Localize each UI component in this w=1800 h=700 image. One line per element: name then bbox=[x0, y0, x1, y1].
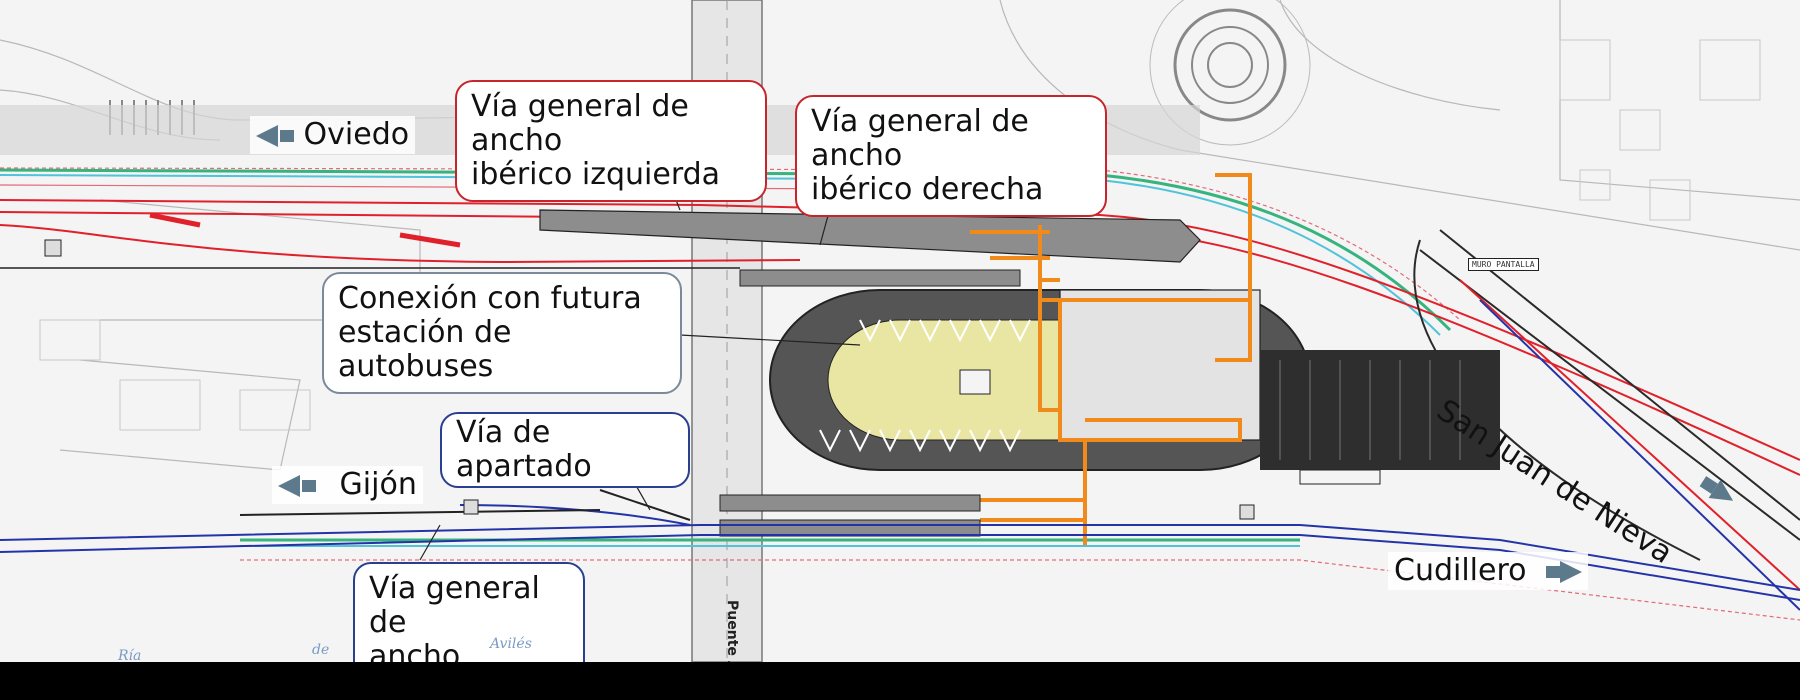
arrow-right-icon bbox=[1560, 560, 1583, 583]
aviles-label: Avilés bbox=[490, 636, 532, 652]
callout-conexion: Conexión con futura estación de autobuse… bbox=[322, 272, 682, 394]
roundabout bbox=[1149, 0, 1311, 146]
track-markers bbox=[463, 499, 1255, 520]
cudillero-label: Cudillero bbox=[1388, 552, 1589, 590]
callout-line: ibérico izquierda bbox=[471, 157, 721, 192]
orange-structures bbox=[970, 173, 1252, 545]
oviedo-text: Oviedo bbox=[303, 117, 410, 152]
puente-label: Puente Az bbox=[724, 600, 740, 662]
gijon-label: Gijón bbox=[272, 466, 423, 504]
arrow-stem bbox=[302, 479, 316, 492]
callout-iberico-derecha: Vía general de ancho ibérico derecha bbox=[795, 95, 1107, 217]
arrow-left-icon bbox=[278, 474, 300, 497]
callout-line: Vía general de bbox=[369, 571, 540, 640]
callout-line: ibérico derecha bbox=[811, 172, 1044, 207]
de-label: de bbox=[312, 642, 330, 658]
callout-line: ancho métrico bbox=[369, 639, 461, 663]
callout-line: Vía general de ancho bbox=[811, 104, 1029, 173]
arrow-stem bbox=[1546, 565, 1561, 578]
gijon-text: Gijón bbox=[339, 467, 417, 502]
platforms-top bbox=[0, 209, 1201, 287]
oviedo-label: Oviedo bbox=[250, 116, 416, 154]
buildings bbox=[39, 39, 1761, 431]
ria-label: Ría bbox=[118, 648, 142, 662]
map-stage: Oviedo Gijón Cudillero San Juan de Nieva… bbox=[0, 0, 1800, 662]
callout-apartado: Vía de apartado bbox=[440, 412, 690, 488]
arrow-left-icon bbox=[256, 124, 278, 147]
callout-line: Conexión con futura bbox=[338, 281, 642, 316]
platforms-bottom bbox=[719, 494, 981, 537]
metric-tracks bbox=[0, 489, 1800, 601]
callout-metrico: Vía general de ancho métrico bbox=[353, 562, 585, 662]
cudillero-text: Cudillero bbox=[1394, 553, 1527, 588]
callout-line: estación de autobuses bbox=[338, 315, 512, 384]
callout-iberico-izquierda: Vía general de ancho ibérico izquierda bbox=[455, 80, 767, 202]
fence-bottom bbox=[240, 559, 1800, 621]
callout-line: Vía general de ancho bbox=[471, 89, 689, 158]
bottom-band bbox=[0, 662, 1800, 700]
arrow-stem bbox=[280, 129, 294, 142]
muro-pantalla-label: MURO PANTALLA bbox=[1468, 258, 1539, 271]
callout-line: Vía de apartado bbox=[456, 415, 592, 484]
terminal bbox=[1059, 289, 1500, 485]
